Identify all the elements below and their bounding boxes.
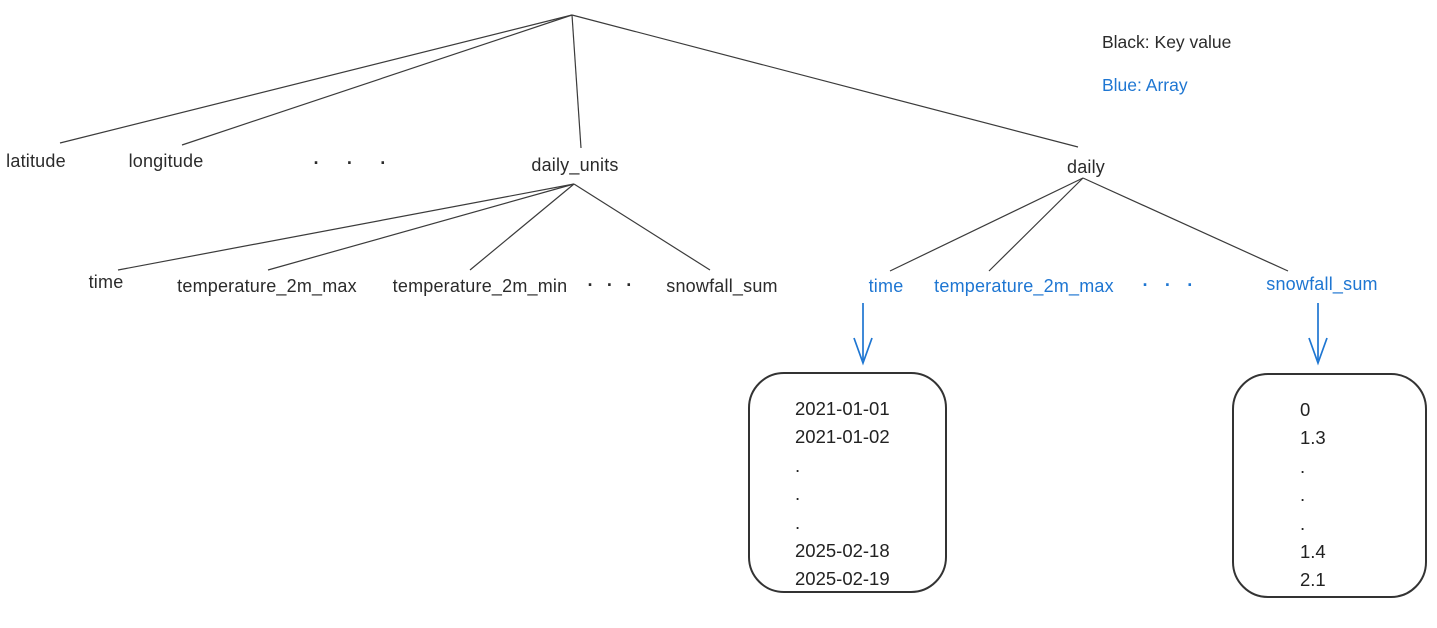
node-dailyunits-temperature-2m-max: temperature_2m_max — [177, 276, 357, 296]
time-array-value: 2025-02-18 — [795, 540, 890, 562]
edge-root-latitude — [59, 14, 573, 144]
node-daily-snowfall-sum-array: snowfall_sum — [1266, 274, 1378, 294]
edge-root-longitude — [181, 14, 573, 146]
snowfall-array-ellipsis-dot: . — [1300, 512, 1306, 534]
time-array-ellipsis-dot: . — [795, 483, 801, 505]
edge-daily-snowfall — [1082, 177, 1289, 272]
legend-blue-array: Blue: Array — [1102, 75, 1188, 95]
time-array-ellipsis-dot: . — [795, 454, 801, 476]
snowfall-array-value: 1.3 — [1300, 427, 1326, 449]
edge-daily-time — [889, 177, 1084, 272]
edge-dailyunits-time — [117, 183, 575, 271]
time-array-box: 2021-01-01 2021-01-02 . . . 2025-02-18 2… — [748, 372, 947, 593]
edge-dailyunits-tmin — [469, 183, 575, 271]
snowfall-array-ellipsis-dot: . — [1300, 455, 1306, 477]
snowfall-array-value: 0 — [1300, 399, 1311, 420]
time-array-value: 2021-01-02 — [795, 426, 890, 448]
node-dailyunits-time: time — [88, 272, 124, 292]
edge-daily-tmax — [988, 177, 1084, 272]
node-latitude: latitude — [6, 151, 66, 171]
edge-root-daily — [571, 14, 1079, 148]
edge-dailyunits-snowfall — [573, 183, 711, 271]
node-longitude: longitude — [128, 151, 204, 171]
snowfall-array-value: 2.1 — [1300, 569, 1326, 591]
time-array-ellipsis-dot: . — [795, 511, 801, 533]
snowfall-array-box: 0 1.3 . . . 1.4 2.1 — [1232, 373, 1427, 598]
daily-ellipsis: · · · — [1142, 275, 1194, 295]
array-arrow-time — [853, 303, 873, 366]
time-array-value: 2025-02-19 — [795, 568, 890, 590]
node-daily-time-array: time — [868, 276, 904, 296]
legend-black-key-value: Black: Key value — [1102, 32, 1232, 52]
array-arrow-snowfall — [1308, 303, 1328, 366]
edge-dailyunits-tmax — [267, 183, 575, 271]
node-daily-units: daily_units — [531, 155, 619, 175]
dailyunits-ellipsis: · · · — [587, 275, 633, 295]
node-daily: daily — [1066, 157, 1106, 177]
node-daily-temperature-2m-max-array: temperature_2m_max — [934, 276, 1114, 296]
snowfall-array-value: 1.4 — [1300, 541, 1326, 563]
time-array-value: 2021-01-01 — [795, 398, 890, 419]
node-dailyunits-temperature-2m-min: temperature_2m_min — [392, 276, 568, 296]
root-ellipsis: · · · — [313, 153, 387, 173]
node-dailyunits-snowfall-sum: snowfall_sum — [666, 276, 778, 296]
snowfall-array-ellipsis-dot: . — [1300, 484, 1306, 506]
edge-root-daily-units — [571, 14, 582, 149]
